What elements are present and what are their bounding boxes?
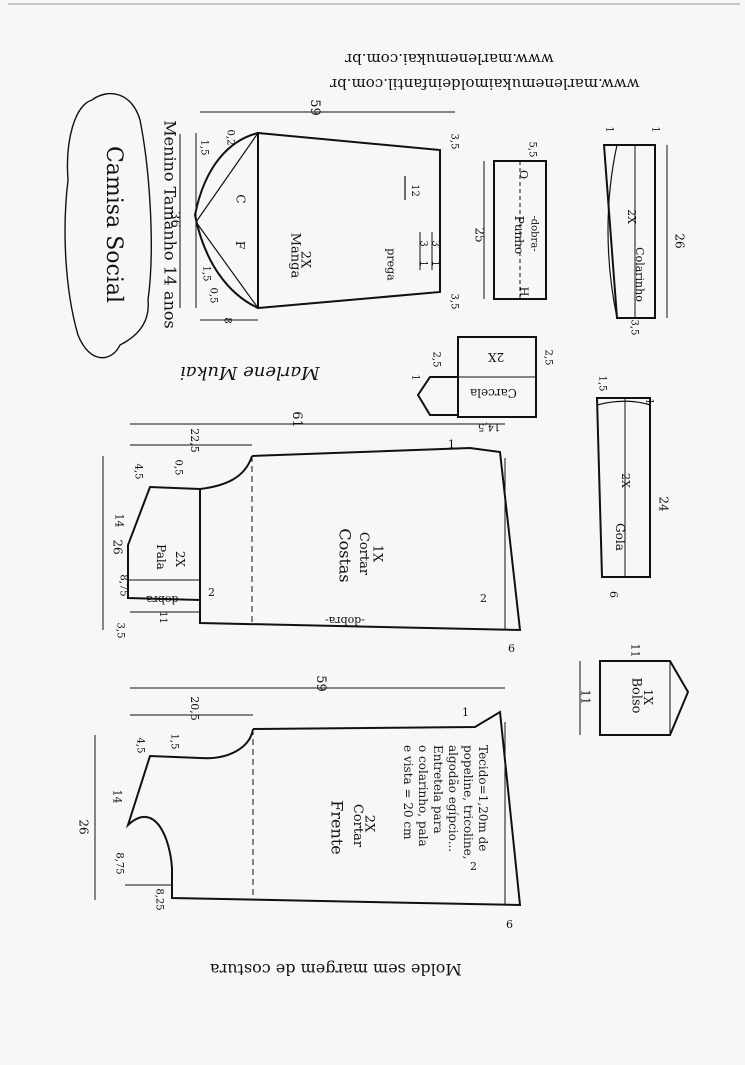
bolso-count: 1X	[641, 688, 656, 706]
manga-f: F	[233, 240, 248, 250]
manga-d3b: 3	[429, 240, 441, 247]
website-1: www.marlenemukai.com.br	[345, 50, 554, 68]
gola-piece	[595, 397, 651, 578]
pala-label: Pala	[153, 544, 168, 570]
frente-d26: 26	[76, 819, 91, 835]
punho-h: H	[517, 286, 531, 297]
colarinho-d1b: 1	[649, 126, 661, 133]
frente-piece	[125, 710, 522, 907]
manga-d1b: 1	[429, 260, 441, 267]
manga-d8: 8	[221, 317, 233, 324]
punho-label: Punho	[512, 215, 527, 255]
punho-dobra: -dobra-	[528, 215, 540, 252]
costas-count: 1X	[369, 544, 385, 563]
costas-d2b: 2	[480, 592, 487, 605]
gola-d15: 1,5	[596, 375, 608, 392]
pattern-drawing	[8, 3, 740, 907]
costas-d61: 61	[288, 411, 304, 428]
costas-d225: 22,5	[187, 428, 201, 453]
manga-piece	[193, 131, 441, 310]
manga-d12: 12	[408, 184, 420, 197]
frente-d1: 1	[462, 706, 469, 719]
costas-d35: 3,5	[114, 622, 126, 639]
manga-d3a: 3	[417, 240, 429, 247]
gola-count: 2X	[618, 473, 632, 488]
colarinho-d26: 26	[672, 233, 687, 249]
frente-label: Frente	[327, 800, 347, 855]
frente-count: 2X	[361, 814, 377, 833]
colarinho-label: Colarinho	[632, 247, 646, 302]
costas-d6: 6	[508, 642, 515, 655]
carcela-d25a: 2,5	[430, 351, 442, 368]
fabric-note-line4: Entretela para	[431, 745, 445, 834]
costas-d1: 1	[448, 438, 455, 451]
bolso-piece	[599, 660, 690, 736]
manga-d02: 0,2	[224, 129, 236, 146]
carcela-count: 2X	[488, 350, 505, 364]
frente-d45: 4,5	[134, 737, 146, 754]
fabric-note-line5: o colarinho, pala	[416, 745, 430, 847]
manga-count: 2X	[297, 250, 313, 269]
fabric-note-line6: e vista = 20 cm	[401, 745, 415, 840]
costas-piece	[127, 446, 522, 632]
manga-d35a: 3,5	[448, 133, 460, 150]
costas-d11: 11	[156, 611, 168, 624]
costas-d26: 26	[110, 539, 125, 555]
title-cloud	[64, 92, 152, 359]
costas-d2a: 2	[208, 586, 215, 599]
colarinho-d1a: 1	[603, 126, 615, 133]
pala-dobra: dobra	[146, 593, 179, 606]
punho-d55: 5,5	[526, 141, 538, 158]
pala-count: 2X	[173, 550, 188, 568]
colarinho-count: 2X	[624, 209, 638, 224]
manga-d1a: 1	[417, 260, 429, 267]
carcela-d1: 1	[409, 374, 421, 381]
gola-d1: 1	[643, 398, 655, 405]
title-line1: Camisa Social	[101, 145, 127, 304]
costas-d14: 14	[112, 513, 126, 528]
costas-d45: 4,5	[132, 463, 144, 480]
manga-d05: 0,5	[207, 287, 219, 304]
frente-d14: 14	[110, 789, 124, 804]
punho-piece	[493, 160, 547, 300]
frente-d59: 59	[312, 675, 328, 692]
costas-label: Costas	[335, 528, 355, 583]
punho-d25: 25	[472, 227, 487, 243]
frente-d875: 8,75	[113, 852, 125, 875]
gola-label: Gola	[612, 523, 627, 551]
manga-d35b: 3,5	[448, 293, 460, 310]
colarinho-piece	[602, 144, 656, 319]
punho-o: O	[517, 169, 531, 180]
manga-d15: 1,5	[198, 139, 210, 156]
frente-d205: 20,5	[187, 696, 201, 721]
carcela-d145: 14,5	[478, 421, 501, 432]
fabric-note-line3: algodão egípcio...	[446, 745, 460, 853]
costas-dobra: -dobra-	[325, 614, 365, 627]
signature: Marlene Mukai	[180, 362, 320, 383]
manga-d15b: 1,5	[200, 265, 212, 282]
manga-c: C	[233, 194, 248, 204]
colarinho-d35: 3,5	[628, 319, 640, 336]
costas-d875: 8,75	[117, 574, 129, 597]
fabric-note-line1: Tecido=1,20m de	[476, 745, 490, 852]
frente-d15: 1,5	[168, 733, 180, 750]
manga-width: 36	[166, 211, 182, 228]
manga-length: 59	[306, 99, 322, 116]
gola-d24: 24	[656, 496, 671, 512]
frente-d825: 8,25	[153, 888, 165, 911]
costas-d05: 0,5	[172, 459, 184, 476]
bolso-d11b: 11	[628, 643, 642, 658]
carcela-label: Carcela	[470, 386, 517, 400]
manga-prega: prega	[384, 248, 398, 281]
website-2: www.marlenemukaimoldeinfantil.com.br	[330, 75, 640, 93]
frente-d6: 6	[506, 918, 513, 931]
carcela-d25b: 2,5	[542, 349, 554, 366]
carcela-piece	[416, 336, 537, 418]
pattern-sheet: Camisa Social Menino Tamanho 14 anos www…	[8, 3, 740, 979]
gola-d6: 6	[607, 591, 620, 598]
frente-d2: 2	[470, 860, 477, 873]
bolso-d11a: 11	[578, 689, 593, 705]
fabric-note-line2: popeline, tricoline,	[461, 745, 475, 860]
